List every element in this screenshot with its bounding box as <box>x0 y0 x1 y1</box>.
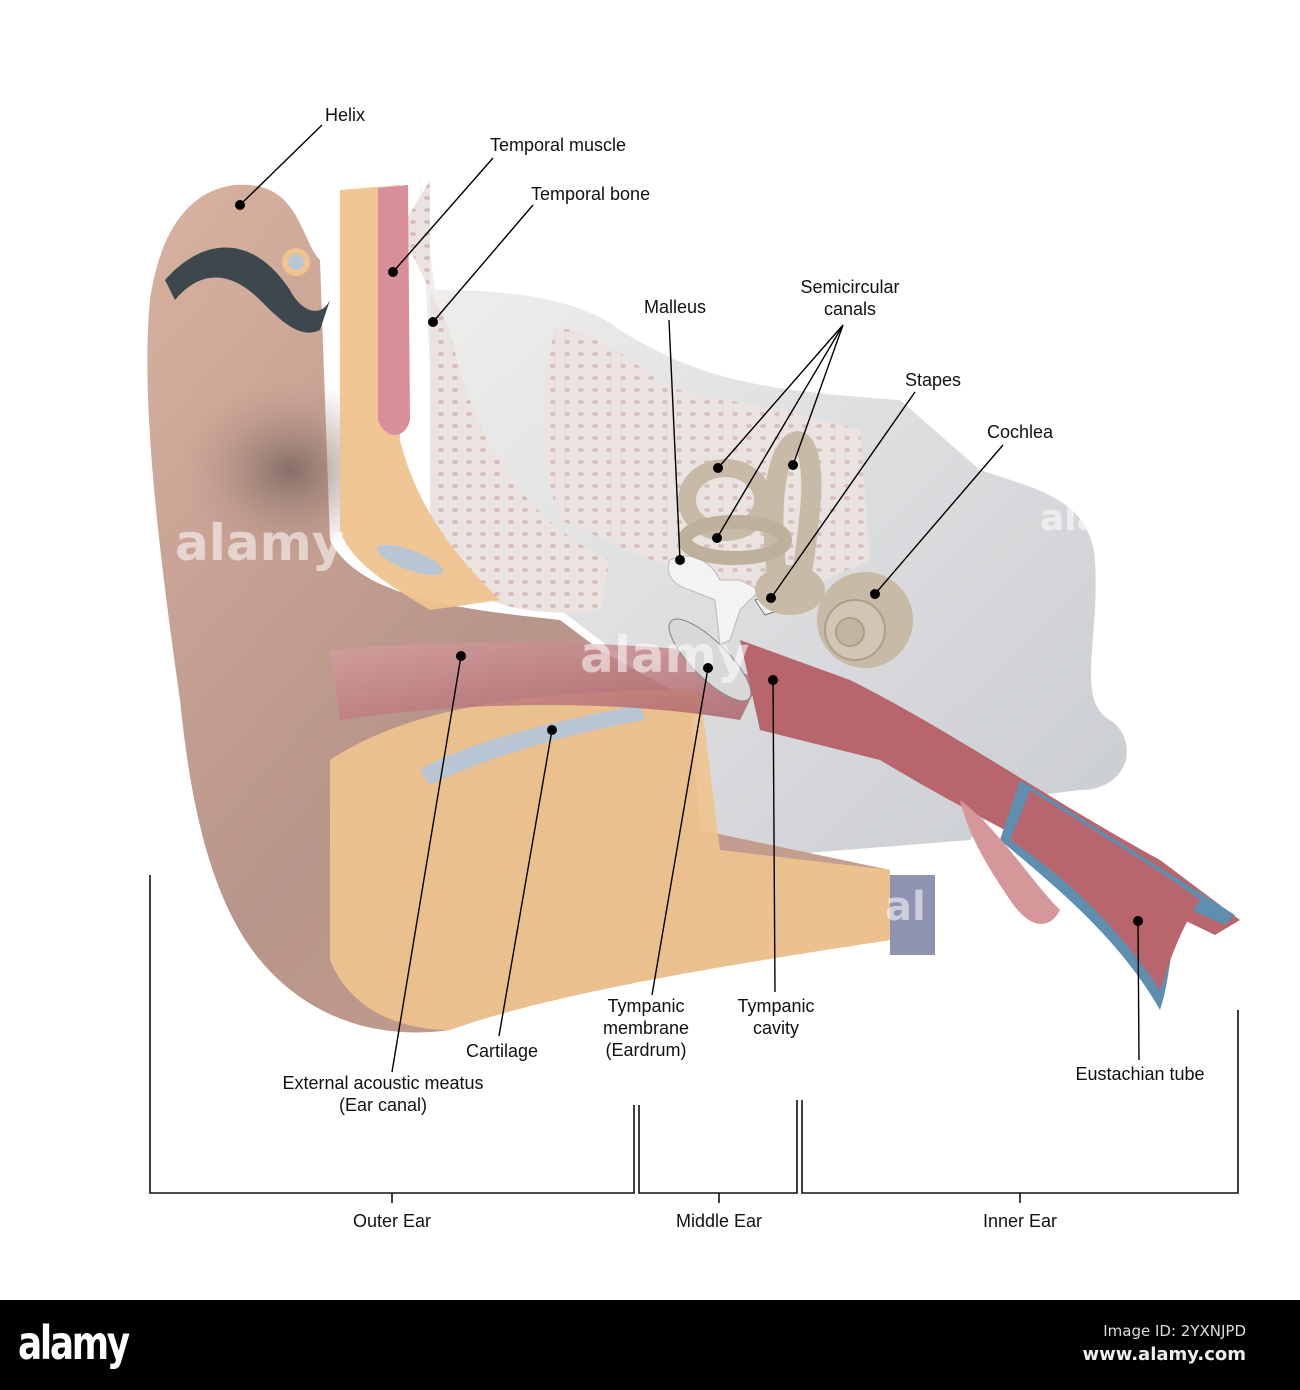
tympanic-membrane-disk <box>668 618 752 702</box>
pointer-semicircular-2 <box>716 324 844 539</box>
pointer-cartilage <box>498 729 553 1037</box>
label-stapes: Stapes <box>904 370 962 390</box>
temporal-bone-section <box>400 180 610 613</box>
semicircular-canal-anterior <box>678 459 772 541</box>
label-malleus: Malleus <box>643 297 707 317</box>
bracket-inner-ear <box>801 1010 1239 1194</box>
ear-anatomy-diagram: alamy alamy ala al <box>147 105 1240 1231</box>
dot-tympanic-cavity <box>768 675 778 685</box>
ear-canal <box>330 642 760 720</box>
section-inner-ear: Inner Ear <box>982 1211 1058 1231</box>
vestibule <box>755 565 825 615</box>
label-cartilage: Cartilage <box>465 1041 539 1061</box>
label-helix: Helix <box>324 105 365 125</box>
dot-temporal-bone <box>428 317 438 327</box>
dot-tympanic-membrane <box>703 663 713 673</box>
dot-stapes <box>766 593 776 603</box>
petrous-cut <box>890 875 935 955</box>
dot-semicircular-1 <box>713 463 723 473</box>
label-external-acoustic-meatus: External acoustic meatus (Ear canal) <box>252 1072 514 1116</box>
bracket-middle-ear <box>638 1100 798 1194</box>
watermark-overlay-4: al <box>885 884 926 930</box>
dot-semicircular-3 <box>788 460 798 470</box>
eustachian-tube-lumen <box>1010 790 1200 990</box>
dot-cartilage <box>547 725 557 735</box>
stock-footer-bar: alamy Image ID: 2YXNJPD www.alamy.com <box>0 1300 1300 1390</box>
pointer-semicircular-3 <box>792 324 844 466</box>
pointer-cochlea <box>874 444 1004 595</box>
site-url: www.alamy.com <box>1082 1344 1246 1365</box>
dot-external-acoustic-meatus <box>456 651 466 661</box>
pointer-temporal-muscle <box>392 157 494 273</box>
cartilage-blue-upper <box>376 544 444 576</box>
dot-malleus <box>675 555 685 565</box>
label-tympanic-cavity: Tympanic cavity <box>737 996 815 1038</box>
pointer-stapes <box>770 391 916 599</box>
label-tympanic-membrane-alt: (Eardrum) <box>605 1040 687 1060</box>
watermark-overlay-2: alamy <box>580 626 749 684</box>
pointer-external-acoustic-meatus <box>391 655 462 1073</box>
cartilage-lower <box>330 690 890 1030</box>
alamy-logo: alamy <box>18 1316 130 1370</box>
watermark-overlay-3: ala <box>1040 498 1101 539</box>
label-temporal-bone: Temporal bone <box>531 184 651 204</box>
semicircular-canal-posterior <box>763 431 822 605</box>
label-semicircular-canals: Semicircular canals <box>800 277 900 319</box>
section-brackets <box>149 875 1239 1203</box>
label-temporal-muscle: Temporal muscle <box>490 135 627 155</box>
label-external-acoustic-meatus-name: External acoustic meatus <box>282 1073 484 1093</box>
pointer-semicircular-1 <box>717 324 844 469</box>
label-tympanic-membrane-name: Tympanic membrane <box>602 996 690 1038</box>
pointer-malleus <box>668 319 681 561</box>
temporal-muscle <box>378 185 410 435</box>
eustachian-tube-flap <box>960 800 1060 924</box>
label-external-acoustic-meatus-alt: (Ear canal) <box>338 1095 428 1115</box>
semicircular-canal-lateral <box>678 515 792 565</box>
pointer-tympanic-membrane <box>651 667 709 996</box>
pointer-temporal-bone <box>432 204 534 323</box>
section-outer-ear: Outer Ear <box>352 1211 432 1231</box>
pointer-eustachian-tube <box>1137 920 1140 1061</box>
helix-fold-shadow <box>165 247 330 333</box>
dot-cochlea <box>870 589 880 599</box>
dot-eustachian-tube <box>1133 916 1143 926</box>
ear-illustration: alamy alamy ala al <box>147 124 1240 1203</box>
pointer-tympanic-cavity <box>772 679 776 993</box>
pointer-lines <box>239 124 1140 1073</box>
cartilage-blue-lower <box>420 705 645 785</box>
dot-semicircular-2 <box>712 533 722 543</box>
label-eustachian-tube: Eustachian tube <box>1075 1064 1205 1084</box>
label-cochlea: Cochlea <box>986 422 1054 442</box>
pointer-dots <box>235 200 1143 926</box>
dot-temporal-muscle <box>388 267 398 277</box>
pointer-helix <box>239 124 323 206</box>
label-tympanic-membrane: Tympanic membrane (Eardrum) <box>586 995 706 1061</box>
watermark-overlay-1: alamy <box>175 514 344 572</box>
section-middle-ear: Middle Ear <box>675 1211 763 1231</box>
dot-helix <box>235 200 245 210</box>
image-id: Image ID: 2YXNJPD <box>1103 1322 1246 1340</box>
